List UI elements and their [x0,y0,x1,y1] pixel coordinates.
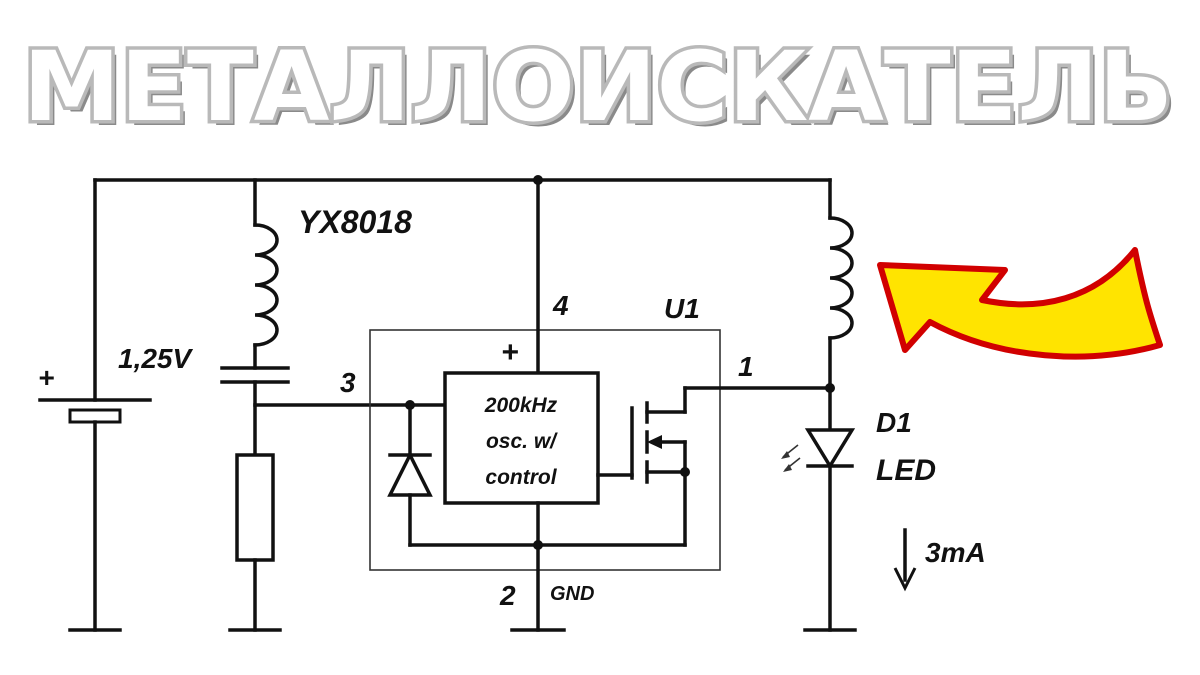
pointer-arrow-icon [877,247,1163,360]
current-label: 3mA [925,537,986,568]
inductor-left [253,223,279,347]
resistor [235,453,275,562]
inductor-right [828,216,854,340]
battery-plate-negative [68,408,122,424]
pin1-label: 1 [738,351,754,382]
mosfet-body-arrow [647,435,662,449]
page-title: МЕТАЛЛОИСКАТЕЛЬ [23,31,1173,143]
chip-name-label: YX8018 [298,204,412,240]
voltage-label: 1,25V [118,343,193,374]
gnd-label: GND [550,583,594,605]
osc-line3: control [485,466,557,489]
pin2-label: 2 [499,580,516,611]
title-group: МЕТАЛЛОИСКАТЕЛЬ МЕТАЛЛОИСКАТЕЛЬ [20,28,1179,149]
junction-source [680,467,690,477]
mosfet [596,386,690,547]
led-light-rays-icon [781,444,801,472]
internal-diode-triangle [387,451,433,497]
chip-plus-label: + [501,336,519,369]
pin4-label: 4 [552,290,569,321]
osc-line1: 200kHz [484,394,558,417]
oscillator-block [443,371,600,505]
u1-label: U1 [664,293,700,324]
title-shadow: МЕТАЛЛОИСКАТЕЛЬ [28,36,1178,148]
led-triangle [804,428,856,470]
d1-label: D1 [876,407,912,438]
pin3-label: 3 [340,367,356,398]
osc-line2: osc. w/ [486,430,558,453]
led-label: LED [876,454,936,487]
battery-plus-label: + [38,362,54,393]
u1-package-outline [369,329,721,571]
arrow-down-icon [893,528,917,592]
